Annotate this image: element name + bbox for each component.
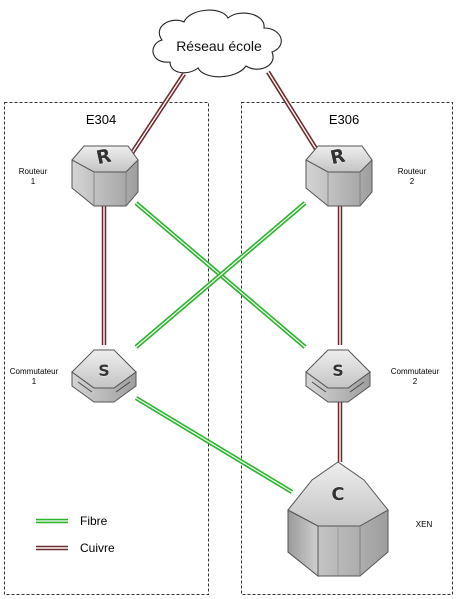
school-network-cloud: Réseau école [152, 9, 282, 78]
room-e304-title: E304 [86, 112, 116, 127]
switch-2: S Commutateur 2 [305, 349, 440, 403]
switch-1-label-line2: 1 [32, 377, 37, 386]
copper-link-cloud-router1 [130, 72, 186, 155]
router-1-label-line2: 1 [31, 177, 36, 186]
legend: Fibre Cuivre [36, 514, 115, 555]
copper-link-cloud-router2 [266, 70, 320, 154]
fibre-link-switch1-core [134, 396, 294, 494]
router-icon: R [328, 145, 347, 170]
router-2: R Routeur 2 [305, 144, 427, 207]
copper-links [101, 70, 343, 462]
room-e306: E306 [241, 102, 453, 595]
legend-copper: Cuivre [36, 541, 115, 555]
legend-copper-label: Cuivre [80, 541, 115, 555]
fibre-links [134, 201, 307, 494]
switch-1: S Commutateur 1 [10, 349, 137, 403]
room-e304: E304 [4, 102, 209, 595]
router-2-label-line1: Routeur [398, 167, 427, 176]
router-1-label-line1: Routeur [19, 167, 48, 176]
room-e306-title: E306 [329, 112, 359, 127]
switch-icon: S [332, 361, 344, 380]
router-2-label-line2: 2 [410, 177, 415, 186]
legend-fibre: Fibre [36, 514, 108, 528]
router-icon: R [94, 145, 113, 170]
switch-2-label-line2: 2 [413, 377, 418, 386]
switch-1-label-line1: Commutateur [10, 367, 59, 376]
core-icon: C [331, 484, 344, 505]
router-1: R Routeur 1 [19, 144, 139, 207]
fibre-link-router2-switch1 [134, 201, 307, 349]
cloud-label: Réseau école [176, 38, 262, 54]
room-e306-border [241, 102, 453, 595]
core-server-xen: C XEN [287, 461, 433, 578]
room-e304-border [4, 102, 209, 595]
core-server-label: XEN [416, 520, 433, 529]
cloud-icon [152, 9, 282, 78]
switch-icon: S [98, 361, 110, 380]
legend-fibre-label: Fibre [80, 514, 108, 528]
switch-2-label-line1: Commutateur [391, 367, 440, 376]
